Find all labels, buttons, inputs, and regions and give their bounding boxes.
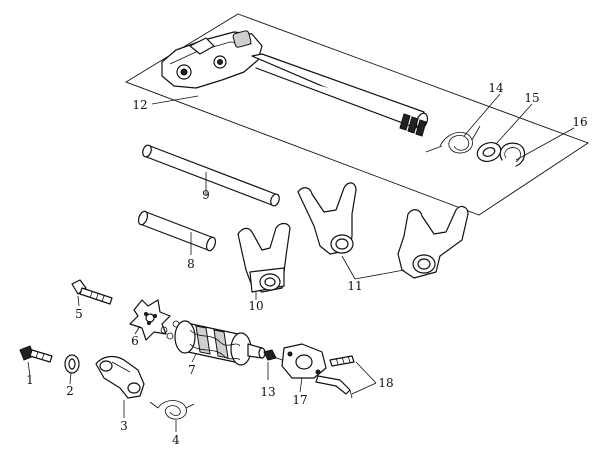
leader-lines — [27, 93, 575, 432]
shift-shaft-assembly-frame — [124, 13, 589, 216]
part-17-stopper-plate[interactable] — [281, 343, 327, 379]
callout-2: 2 — [66, 384, 74, 398]
part-9-fork-rod-long[interactable] — [141, 144, 281, 207]
part-14-torsion-spring[interactable] — [425, 125, 481, 154]
callout-16: 16 — [572, 115, 587, 129]
part-13-small-bolt[interactable] — [263, 349, 283, 361]
part-11-shift-fork-a[interactable] — [297, 182, 357, 255]
callout-labels: 1 2 3 4 5 6 7 8 9 10 11 12 13 14 15 16 1… — [26, 81, 587, 447]
part-5-bolt[interactable] — [71, 279, 113, 305]
callout-13: 13 — [260, 385, 275, 399]
callout-1: 1 — [26, 373, 34, 387]
part-3-stopper-arm[interactable] — [95, 355, 145, 399]
callout-17: 17 — [292, 393, 307, 407]
part-10-shift-fork[interactable] — [237, 222, 291, 293]
part-6-star-plate[interactable] — [129, 299, 171, 341]
callout-8: 8 — [187, 257, 195, 271]
part-7-shift-drum[interactable] — [174, 320, 266, 366]
callout-4: 4 — [172, 433, 180, 447]
part-4-spring[interactable] — [149, 400, 195, 420]
part-11-shift-fork-b[interactable] — [397, 205, 469, 279]
callout-10: 10 — [248, 299, 263, 313]
callout-12: 12 — [132, 98, 147, 112]
shaft-spline-rings — [399, 113, 427, 137]
part-18-spring-clips[interactable] — [315, 355, 355, 399]
part-8-fork-rod-short[interactable] — [137, 210, 217, 252]
callout-18: 18 — [378, 376, 393, 390]
callout-5: 5 — [75, 307, 83, 321]
callout-3: 3 — [120, 419, 128, 433]
callout-14: 14 — [488, 81, 504, 95]
part-16-circlip[interactable] — [499, 142, 526, 167]
part-12-shift-shaft[interactable] — [161, 30, 429, 137]
callout-11: 11 — [347, 279, 362, 293]
part-1-bolt[interactable] — [19, 345, 53, 363]
callout-6: 6 — [131, 334, 139, 348]
part-15-washer[interactable] — [475, 139, 504, 164]
callout-9: 9 — [202, 188, 210, 202]
callout-15: 15 — [524, 91, 539, 105]
part-2-washer[interactable] — [64, 354, 80, 374]
callout-7: 7 — [188, 363, 196, 377]
